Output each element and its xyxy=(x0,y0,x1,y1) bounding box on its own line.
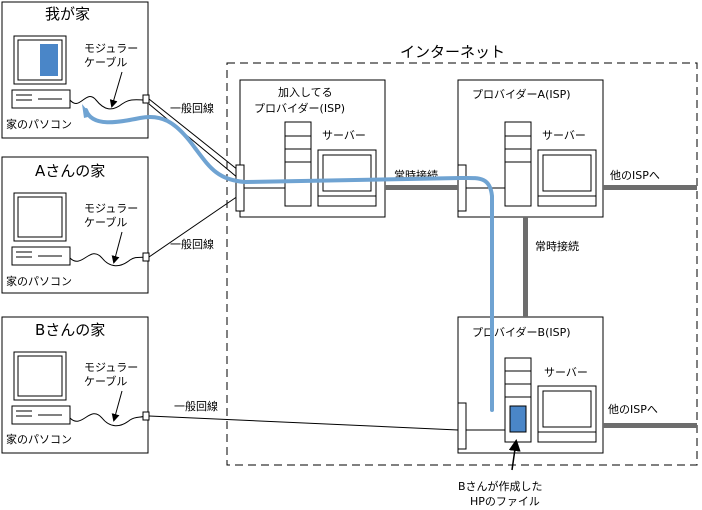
wall-jack xyxy=(142,411,150,421)
cable-label-2: ケーブル xyxy=(84,374,127,388)
cable-label-2: ケーブル xyxy=(84,215,127,229)
cable-label-2: ケーブル xyxy=(84,55,127,69)
wall-jack xyxy=(142,94,150,104)
cable-pointer xyxy=(109,71,123,108)
access-port xyxy=(457,164,467,212)
cable-label-1: モジュラー xyxy=(84,42,138,55)
modular-cable xyxy=(69,253,146,267)
file-pointer xyxy=(508,439,521,471)
provider-b: プロバイダーB(ISP) サーバー xyxy=(457,316,604,454)
computer-icon xyxy=(11,351,71,425)
leased-lines xyxy=(385,185,697,428)
data-path xyxy=(84,108,494,412)
monitor-icon xyxy=(537,385,597,443)
internet-region xyxy=(226,62,698,466)
pc-label: 家のパソコン xyxy=(6,117,72,131)
cable-pointer xyxy=(111,390,123,422)
house-title: Aさんの家 xyxy=(35,162,105,180)
internet-label: インターネット xyxy=(400,43,505,61)
hp-file-icon xyxy=(509,405,527,433)
other-isp-label-b: 他のISPへ xyxy=(608,403,658,416)
provider-subscribed: 加入してる プロバイダー(ISP) サーバー xyxy=(235,79,386,218)
wall-jack xyxy=(142,252,150,262)
provider-title: プロバイダーA(ISP) xyxy=(472,87,571,101)
house-b: Bさんの家 家のパソコン モジュラー ケーブル xyxy=(1,316,150,454)
server-label: サーバー xyxy=(542,129,586,142)
monitor-icon xyxy=(537,149,597,207)
line-label-2: 一般回線 xyxy=(170,237,214,251)
server-label: サーバー xyxy=(322,129,366,142)
leased-label-v: 常時接続 xyxy=(535,239,579,253)
server-label: サーバー xyxy=(544,366,588,379)
phone-lines xyxy=(148,98,459,431)
pc-label: 家のパソコン xyxy=(6,274,72,288)
file-note-1: Bさんが作成した xyxy=(458,479,543,493)
house-my-home: 我が家 家のパソコン モジュラー ケーブル xyxy=(1,1,150,139)
provider-a: プロバイダーA(ISP) サーバー xyxy=(457,79,604,218)
other-isp-label-a: 他のISPへ xyxy=(610,169,660,182)
server-tower-icon xyxy=(284,121,312,207)
cable-label-1: モジュラー xyxy=(84,361,138,374)
file-note-2: HPのファイル xyxy=(470,495,540,508)
access-port xyxy=(457,402,467,450)
monitor-icon xyxy=(317,149,377,207)
line-label-1: 一般回線 xyxy=(170,101,214,115)
line-label-3: 一般回線 xyxy=(174,399,218,413)
house-title: Bさんの家 xyxy=(35,321,105,339)
server-tower-icon xyxy=(504,121,532,207)
pc-label: 家のパソコン xyxy=(6,432,72,446)
house-a: Aさんの家 家のパソコン モジュラー ケーブル xyxy=(1,156,150,294)
provider-title-1: 加入してる xyxy=(278,86,333,99)
cable-pointer xyxy=(111,231,123,264)
provider-title-2: プロバイダー(ISP) xyxy=(254,101,345,115)
cable-label-1: モジュラー xyxy=(84,202,138,215)
modular-cable xyxy=(69,96,146,110)
modular-cable xyxy=(69,413,146,427)
access-port xyxy=(235,164,245,212)
computer-icon xyxy=(11,35,71,109)
server-tower-icon xyxy=(504,357,532,443)
data-path-tip xyxy=(82,104,92,118)
provider-title: プロバイダーB(ISP) xyxy=(472,325,571,339)
computer-icon xyxy=(11,192,71,266)
house-title: 我が家 xyxy=(45,5,90,23)
